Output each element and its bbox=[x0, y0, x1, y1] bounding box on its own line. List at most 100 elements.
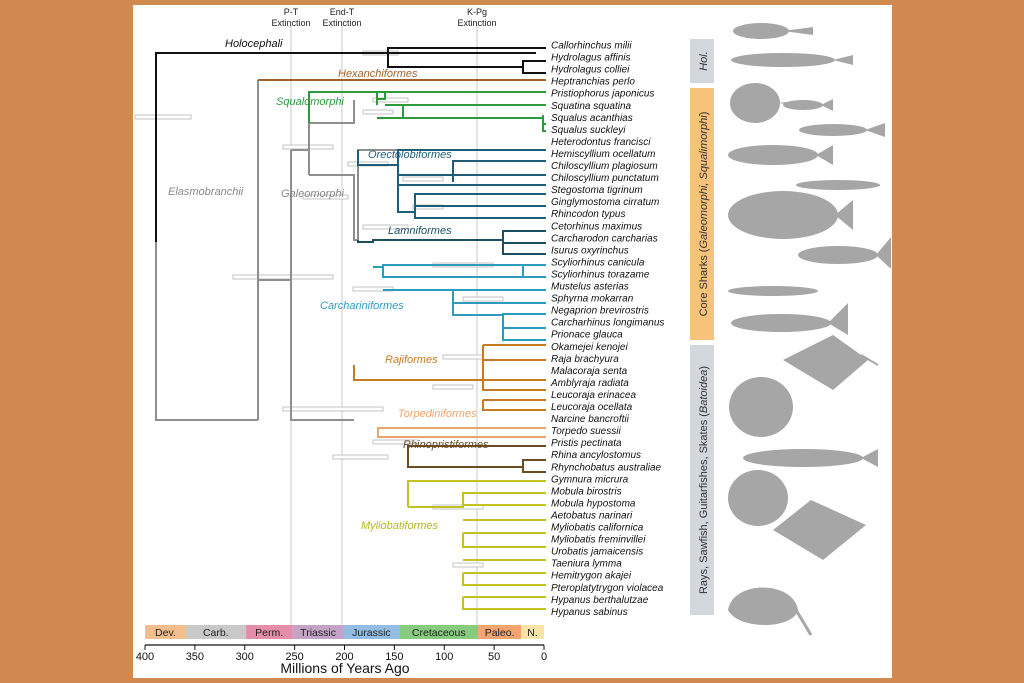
species-label: Callorhinchus milii bbox=[551, 41, 632, 52]
species-label: Stegostoma tigrinum bbox=[551, 185, 643, 196]
period-bar bbox=[521, 625, 544, 639]
species-label: Myliobatis californica bbox=[551, 523, 644, 534]
species-label: Heptranchias perlo bbox=[551, 77, 635, 88]
species-label: Okamejei kenojei bbox=[551, 342, 628, 353]
species-label: Mobula hypostoma bbox=[551, 498, 636, 509]
branch-rajiformes bbox=[353, 344, 546, 411]
x-tick-label: 200 bbox=[335, 651, 353, 663]
period-bar bbox=[478, 625, 522, 639]
species-label: Squalus acanthias bbox=[551, 113, 633, 124]
branch-holocephali bbox=[155, 52, 536, 242]
branch-torpediniformes bbox=[377, 427, 546, 438]
x-tick-label: 0 bbox=[541, 651, 547, 663]
species-label: Chiloscyllium punctatum bbox=[551, 173, 659, 184]
clade-label-galeomorphi: Galeomorphi bbox=[281, 188, 345, 200]
species-label: Hypanus berthalutzae bbox=[551, 595, 649, 606]
extinction-pt-label1: P-T bbox=[284, 7, 299, 17]
species-label: Hypanus sabinus bbox=[551, 607, 628, 618]
clade-label-elasmobranchii: Elasmobranchii bbox=[168, 186, 244, 198]
clade-label-rhinopristiformes: Rhinopristiformes bbox=[403, 439, 489, 451]
species-label: Hemiscyllium ocellatum bbox=[551, 149, 655, 160]
species-label: Squatina squatina bbox=[551, 101, 632, 112]
extinction-lines bbox=[290, 25, 478, 630]
sawshark-silhouette bbox=[799, 123, 885, 137]
species-label: Carcharhinus longimanus bbox=[551, 318, 664, 329]
species-label: Sphyrna mokarran bbox=[551, 294, 634, 305]
species-label: Rhynchobatus australiae bbox=[551, 462, 662, 473]
species-label: Chiloscyllium plagiosum bbox=[551, 161, 658, 172]
group-bar-core-sharks bbox=[690, 88, 714, 340]
species-label: Ginglymostoma cirratum bbox=[551, 197, 659, 208]
extinction-kpg-label2: Extinction bbox=[457, 18, 496, 28]
branch-carchariniformes bbox=[373, 264, 546, 341]
clade-label-holocephali: Holocephali bbox=[225, 38, 283, 50]
period-label: Paleo. bbox=[485, 627, 515, 639]
period-label: N. bbox=[527, 627, 538, 639]
extinction-et-label2: Extinction bbox=[322, 18, 361, 28]
species-label: Urobatis jamaicensis bbox=[551, 547, 643, 558]
species-label: Amblyraja radiata bbox=[550, 378, 629, 389]
clade-label-myliobatiformes: Myliobatiformes bbox=[361, 520, 439, 532]
species-label: Scyliorhinus canicula bbox=[551, 257, 645, 268]
period-label: Dev. bbox=[155, 627, 176, 639]
period-bar bbox=[399, 625, 479, 639]
clade-label-carchariniformes: Carchariniformes bbox=[320, 300, 404, 312]
branch-rhinopristiformes bbox=[407, 445, 546, 473]
period-label: Carb. bbox=[203, 627, 229, 639]
stingray-silhouette bbox=[728, 470, 788, 526]
period-label: Jurassic bbox=[352, 627, 391, 639]
species-label: Pristiophorus japonicus bbox=[551, 89, 654, 100]
phylogeny-figure: P-T Extinction End-T Extinction K-Pg Ext… bbox=[133, 5, 892, 678]
clade-label-lamniformes: Lamniformes bbox=[388, 225, 452, 237]
period-bar bbox=[245, 625, 293, 639]
species-label: Aetobatus narinari bbox=[550, 510, 633, 521]
species-label: Isurus oxyrinchus bbox=[551, 245, 629, 256]
catshark-silhouette bbox=[796, 180, 880, 190]
species-label: Taeniura lymma bbox=[551, 559, 622, 570]
x-tick-label: 150 bbox=[385, 651, 403, 663]
species-label: Squalus suckleyi bbox=[551, 125, 626, 136]
branch-orectolobiformes bbox=[357, 149, 546, 219]
manta-ray-silhouette bbox=[773, 500, 866, 560]
x-axis-label: Millions of Years Ago bbox=[280, 660, 409, 676]
phylogeny-tree: P-T Extinction End-T Extinction K-Pg Ext… bbox=[134, 7, 891, 676]
species-label: Rhina ancylostomus bbox=[551, 450, 641, 461]
species-label: Rhincodon typus bbox=[551, 209, 626, 220]
species-label: Hydrolagus affinis bbox=[551, 53, 630, 64]
chimaera-silhouette bbox=[733, 23, 813, 39]
x-tick-label: 50 bbox=[488, 651, 500, 663]
clade-label-squalomorphi: Squalomorphi bbox=[276, 96, 344, 108]
species-label: Pristis pectinata bbox=[551, 438, 622, 449]
electric-ray-silhouette bbox=[729, 377, 793, 437]
nurse-shark-silhouette bbox=[728, 145, 833, 165]
mako-shark-silhouette bbox=[798, 237, 891, 269]
group-bar-holocephali bbox=[690, 39, 714, 83]
clade-label-rajiformes: Rajiformes bbox=[385, 354, 438, 366]
hammerhead-silhouette bbox=[731, 303, 848, 335]
species-label: Mustelus asterias bbox=[551, 282, 629, 293]
species-label: Gymnura micrura bbox=[551, 474, 629, 485]
x-tick-label: 350 bbox=[186, 651, 204, 663]
clade-label-orectolobiformes: Orectolobiformes bbox=[368, 149, 452, 161]
species-label: Heterodontus francisci bbox=[551, 137, 651, 148]
spiny-dogfish-silhouette bbox=[783, 99, 833, 111]
species-label: Carcharodon carcharias bbox=[551, 233, 658, 244]
branch-myliobatiformes bbox=[407, 480, 546, 610]
confidence-bars bbox=[134, 50, 504, 568]
group-bar-batoidea bbox=[690, 345, 714, 615]
species-label: Negaprion brevirostris bbox=[551, 306, 649, 317]
guitarfish-silhouette bbox=[743, 449, 878, 467]
period-bar bbox=[343, 625, 400, 639]
branch-lamniformes bbox=[357, 230, 546, 255]
requiem-shark-silhouette bbox=[728, 286, 818, 296]
skate-silhouette bbox=[783, 335, 879, 390]
group-label-core-sharks: Core Sharks (Galeomorphi, Squalimorphi) bbox=[698, 112, 710, 317]
x-tick-label: 300 bbox=[236, 651, 254, 663]
species-label: Leucoraja erinacea bbox=[551, 390, 636, 401]
clade-label-torpediniformes: Torpediniformes bbox=[398, 408, 477, 420]
species-label: Raja brachyura bbox=[551, 354, 619, 365]
period-bar bbox=[292, 625, 344, 639]
extinction-et-label1: End-T bbox=[330, 7, 355, 17]
